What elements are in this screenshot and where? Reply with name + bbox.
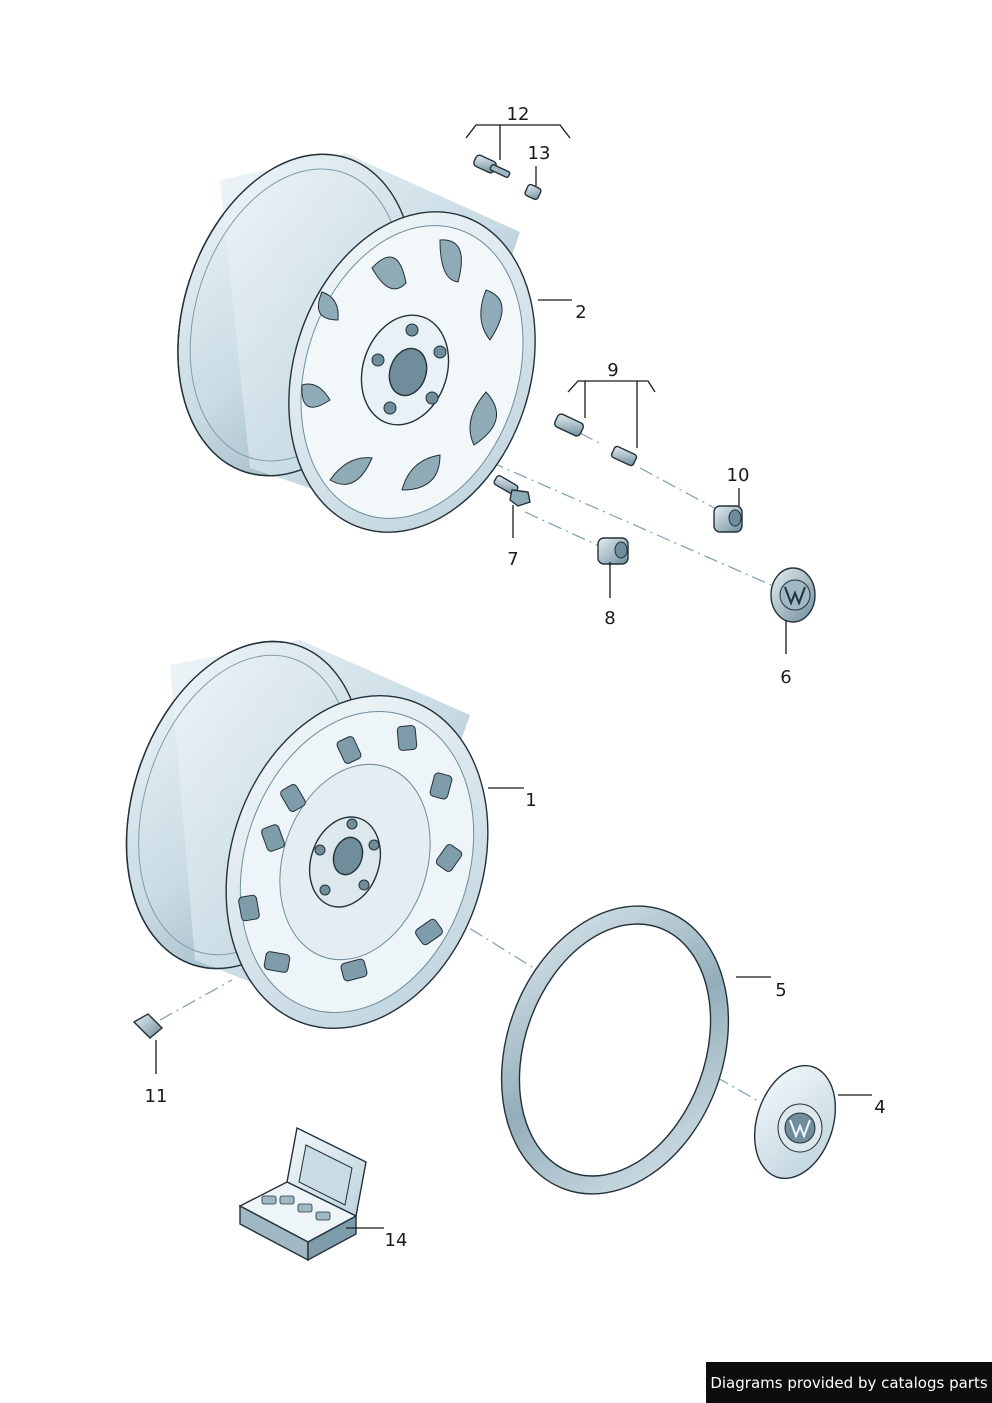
vw-logo-icon [784, 1112, 816, 1144]
callout-14: 14 [384, 1230, 408, 1251]
callout-13: 13 [527, 143, 551, 164]
callout-5: 5 [775, 980, 787, 1001]
callout-8: 8 [604, 608, 616, 629]
steel-wheel [125, 640, 489, 1030]
credit-text: Diagrams provided by catalogs parts [710, 1373, 988, 1392]
callout-1: 1 [525, 790, 537, 811]
hub-cap [753, 1064, 837, 1180]
callout-11: 11 [144, 1086, 168, 1107]
balance-weight-11 [132, 1013, 164, 1039]
center-cap [770, 567, 816, 623]
vw-logo-icon [779, 579, 811, 611]
callout-10: 10 [726, 465, 750, 486]
callout-12: 12 [506, 104, 530, 125]
alloy-wheel [177, 153, 536, 533]
nut-10 [713, 505, 743, 533]
leader-lines [155, 124, 872, 1229]
credit-banner: Diagrams provided by catalogs parts [706, 1362, 992, 1403]
callout-7: 7 [507, 549, 519, 570]
bolts-9 [553, 413, 638, 467]
callout-6: 6 [780, 667, 792, 688]
trim-ring [500, 905, 730, 1195]
lock-nut-8 [597, 537, 629, 565]
callout-9: 9 [607, 360, 619, 381]
vent-holes [238, 725, 463, 982]
callout-2: 2 [575, 302, 587, 323]
valve-12 [473, 154, 511, 178]
tool-case-14 [238, 1126, 367, 1262]
wheel-bolt-7 [493, 475, 531, 507]
valve-cap-13 [524, 183, 542, 201]
spoke-windows [301, 239, 503, 491]
callout-4: 4 [874, 1097, 886, 1118]
